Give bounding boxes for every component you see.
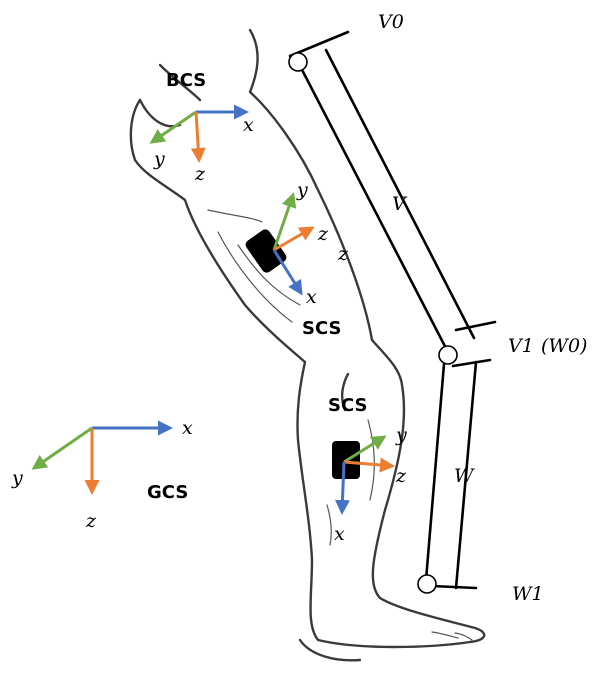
joint-v0 [288,52,308,72]
joint-v1-w0 [438,345,458,365]
gcs-y-axis [31,426,93,470]
bcs-x-label: x [243,114,254,136]
scs-thigh-frame: y z z x SCS [245,179,349,339]
label-v1: V1 [508,335,534,357]
scs-thigh-x-label: x [306,286,317,308]
scs-shank-y-axis [343,435,387,464]
scs-shank-frame: y z x SCS [328,395,407,545]
gcs-label: GCS [147,482,188,503]
label-w0: (W0) [541,335,587,357]
segment-w [424,358,492,590]
segment-v [288,30,497,358]
scs-shank-x-axis [334,461,350,515]
scs-thigh-x-axis [272,249,303,296]
scs-thigh-y-axis [272,192,297,251]
scs-thigh-label: SCS [302,318,341,339]
gcs-y-label: y [11,467,23,489]
leg-outline [129,28,486,662]
scs-thigh-z-axis [273,226,315,252]
gcs-x-label: x [182,417,193,439]
scs-shank-x-label: x [334,523,345,545]
scs-shank-y-label: y [395,424,407,446]
scs-thigh-z-label: z [317,223,329,245]
gcs-frame: x y z GCS [11,417,193,532]
bcs-y-label: y [153,148,165,170]
thigh-sensor [245,229,287,273]
scs-shank-z-axis [343,457,395,473]
label-v: V [392,193,408,215]
scs-thigh-z2-label: z [337,243,349,265]
scs-shank-z-label: z [395,465,407,487]
bcs-z-label: z [194,163,206,185]
label-w: W [454,465,475,487]
bcs-z-axis [190,111,206,163]
scs-shank-label: SCS [328,395,367,416]
scs-thigh-y-label: y [296,179,308,201]
bcs-label: BCS [166,70,206,91]
label-w1: W1 [512,583,544,605]
gcs-z-label: z [85,510,97,532]
bcs-y-axis [149,110,197,144]
label-v0: V0 [378,11,404,33]
joint-w1 [417,574,437,594]
bcs-frame: BCS x y z [149,70,254,185]
